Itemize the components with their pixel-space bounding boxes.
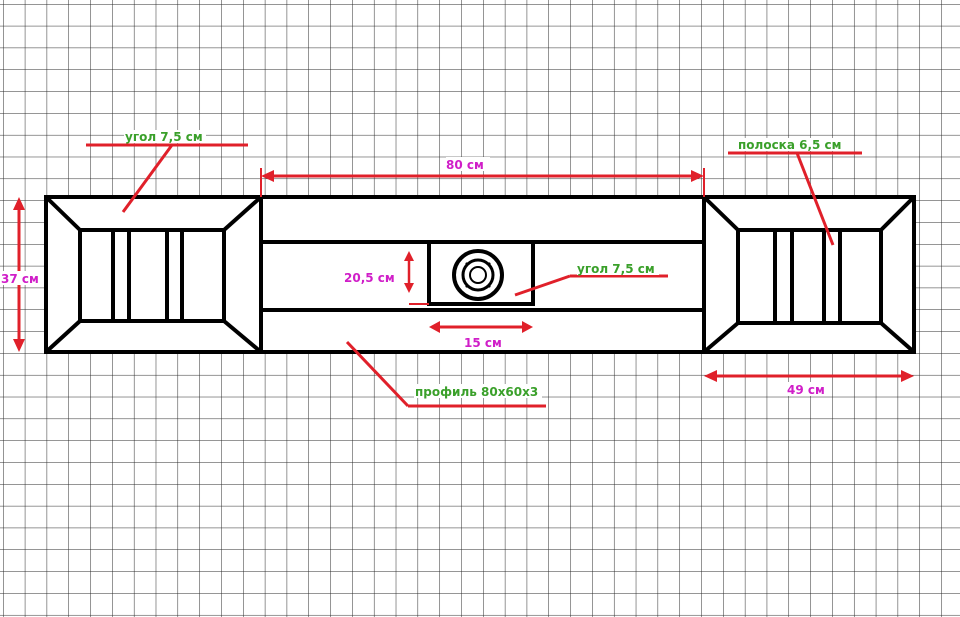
arrow-head	[13, 339, 25, 352]
leader-strip	[795, 152, 835, 246]
bolt-hole	[487, 284, 491, 288]
arrow-head	[901, 370, 914, 382]
arrow-head	[704, 370, 717, 382]
leader-angle-center	[514, 274, 571, 297]
label-width-box: 15 см	[464, 336, 502, 350]
label-width-right: 49 см	[787, 383, 825, 397]
arrow-head	[522, 321, 533, 333]
right-bevel-tl	[702, 195, 740, 232]
leader-angle-left	[121, 144, 174, 213]
leader-profile	[345, 340, 410, 408]
bearing-hub	[469, 266, 487, 284]
bearing-outer	[452, 249, 504, 301]
left-bevel-tr	[222, 195, 263, 232]
label-angle-center: угол 7,5 см	[577, 262, 655, 276]
label-angle-left: угол 7,5 см	[125, 130, 203, 144]
bearing-inner	[461, 258, 495, 292]
label-profile: профиль 80х60х3	[415, 385, 538, 399]
left-unit	[44, 195, 263, 354]
arrow-head	[404, 251, 414, 261]
right-unit	[702, 195, 916, 354]
label-length-center: 80 см	[446, 158, 484, 172]
bolt-hole	[465, 284, 469, 288]
left-inner-frame	[78, 228, 226, 323]
labels: угол 7,5 см полоска 6,5 см 80 см 37 см 2…	[0, 130, 845, 399]
label-height-box: 20,5 см	[344, 271, 395, 285]
label-height-left: 37 см	[1, 272, 39, 286]
arrow-head	[13, 197, 25, 210]
arrow-head	[261, 170, 274, 182]
bolt-hole	[487, 262, 491, 266]
right-bevel-br	[879, 321, 916, 354]
left-bevel-tl	[44, 195, 82, 232]
right-bevel-tr	[879, 195, 916, 232]
arrow-head	[691, 170, 704, 182]
right-inner-frame	[736, 228, 883, 325]
label-strip-right: полоска 6,5 см	[738, 138, 841, 152]
left-bevel-br	[222, 319, 263, 354]
right-bevel-bl	[702, 321, 740, 354]
arrow-head	[429, 321, 440, 333]
bolt-hole	[465, 262, 469, 266]
arrow-head	[404, 283, 414, 293]
left-bevel-bl	[44, 319, 82, 354]
dimension-lines	[13, 143, 914, 408]
